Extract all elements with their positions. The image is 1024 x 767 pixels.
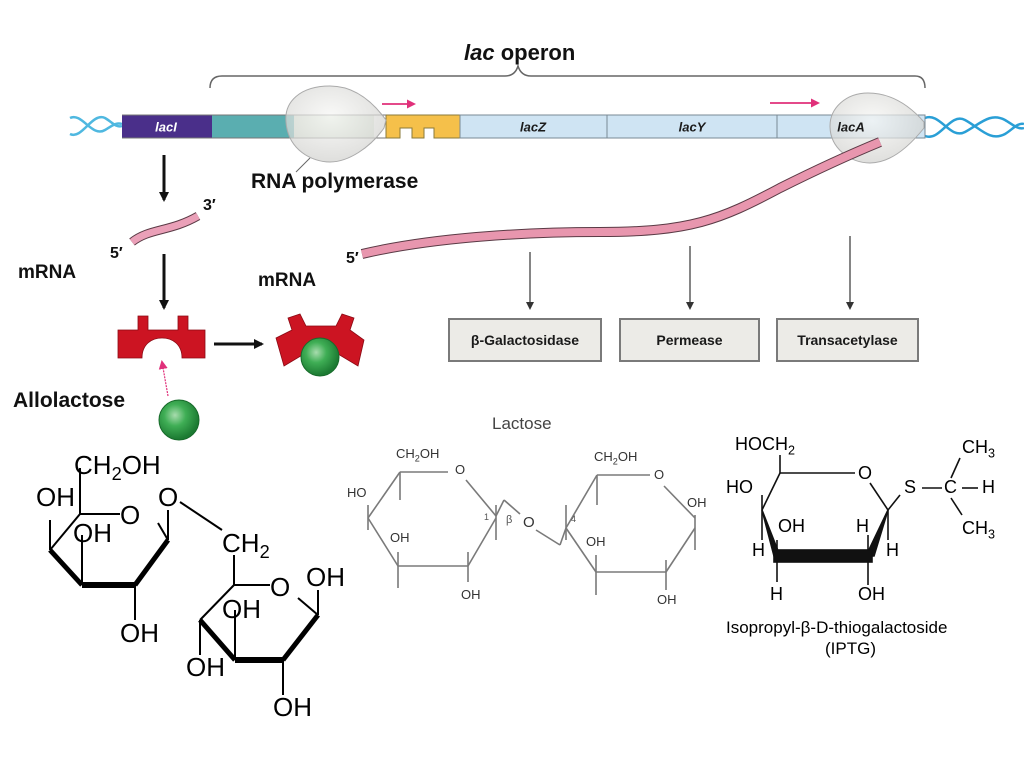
iptg-h-right: H bbox=[982, 477, 995, 497]
iptg-bottom-oh: OH bbox=[858, 584, 885, 604]
iptg-caption-line2: (IPTG) bbox=[825, 639, 876, 658]
iptg-structure-bonds bbox=[761, 455, 978, 585]
protein-label-transacetylase: Transacetylase bbox=[797, 332, 898, 348]
iptg-h-inner-right: H bbox=[856, 516, 869, 536]
lac-ring1-ch2oh: CH2OH bbox=[396, 446, 440, 464]
gene-operator bbox=[385, 114, 461, 139]
protein-label-permease: Permease bbox=[656, 332, 723, 348]
protein-label-galactosidase: β-Galactosidase bbox=[470, 332, 580, 348]
operon-title: lac operon bbox=[464, 40, 575, 66]
laci-mrna-5prime: 5′ bbox=[110, 245, 123, 262]
lac-ring1-o: O bbox=[455, 462, 466, 477]
gene-label-laci: lacI bbox=[155, 119, 177, 135]
protein-box-galactosidase: β-Galactosidase bbox=[448, 318, 602, 362]
allo-ring2-bottom-oh: OH bbox=[273, 692, 312, 722]
lac-ring1-ho: HO bbox=[347, 485, 367, 500]
iptg-inner-oh: OH bbox=[778, 516, 805, 536]
dna-helix-right bbox=[924, 115, 1024, 139]
lactose-title: Lactose bbox=[492, 414, 552, 433]
lac-ring2-bottom-oh: OH bbox=[657, 592, 677, 607]
iptg-h-left: H bbox=[752, 540, 765, 560]
arrow-allolactose-binding bbox=[158, 360, 169, 397]
allo-ring1-left-oh: OH bbox=[36, 482, 75, 512]
gene-promoter bbox=[212, 115, 294, 138]
allo-ring2-right-oh: OH bbox=[306, 562, 345, 592]
allolactose-label: Allolactose bbox=[13, 389, 126, 412]
iptg-c: C bbox=[944, 477, 957, 497]
allo-ring2-o: O bbox=[270, 572, 291, 602]
dna-helix-left bbox=[69, 115, 123, 137]
operon-title-rest: operon bbox=[494, 40, 576, 65]
iptg-ho: HO bbox=[726, 477, 753, 497]
allolactose-structure-bonds bbox=[48, 468, 320, 695]
iptg-h-right-lower: H bbox=[886, 540, 899, 560]
iptg-ch3-bottom: CH3 bbox=[962, 518, 996, 542]
lac-ring1-bottom-oh: OH bbox=[461, 587, 481, 602]
lac-ring2-inner-oh: OH bbox=[586, 534, 606, 549]
allo-ring1-inner-oh: OH bbox=[73, 518, 112, 548]
repressor-inactive bbox=[275, 313, 365, 377]
iptg-hoch2: HOCH2 bbox=[735, 434, 796, 458]
lac-ring1-carbon-1: 1 bbox=[484, 512, 490, 522]
gene-laci bbox=[122, 115, 212, 138]
rna-polymerase-shape-right bbox=[829, 92, 925, 164]
lac-link-o: O bbox=[523, 514, 535, 531]
iptg-s: S bbox=[904, 477, 917, 497]
allo-ring2-left-oh: OH bbox=[186, 652, 225, 682]
lac-ring2-o: O bbox=[654, 467, 665, 482]
laci-mrna-3prime: 3′ bbox=[203, 197, 216, 214]
operon-bracket bbox=[209, 63, 926, 89]
gene-label-lacz: lacZ bbox=[519, 119, 547, 135]
allo-ring2-inner-oh: OH bbox=[222, 594, 261, 624]
allo-ring1-o: O bbox=[120, 500, 141, 530]
protein-box-permease: Permease bbox=[619, 318, 760, 362]
laci-mrna-label: mRNA bbox=[18, 262, 77, 283]
allo-link-o: O bbox=[158, 482, 179, 512]
iptg-h-bottom: H bbox=[770, 584, 783, 604]
operon-title-italic: lac bbox=[464, 40, 495, 65]
lac-mrna-label: mRNA bbox=[258, 270, 317, 291]
rna-polymerase-label: RNA polymerase bbox=[251, 170, 419, 193]
iptg-caption-line1: Isopropyl-β-D-thiogalactoside bbox=[726, 618, 948, 637]
iptg-ch3-top: CH3 bbox=[962, 437, 996, 461]
rna-polymerase-shape-left bbox=[285, 85, 387, 163]
gene-label-lacy: lacY bbox=[678, 119, 706, 135]
lac-ring2-ch2oh: CH2OH bbox=[594, 449, 638, 467]
allo-ch2oh: CH2OH bbox=[74, 450, 161, 485]
protein-box-transacetylase: Transacetylase bbox=[776, 318, 919, 362]
lac-beta: β bbox=[506, 514, 513, 526]
allo-bridge-ch2: CH2 bbox=[222, 528, 270, 563]
lactose-structure-bonds bbox=[367, 471, 696, 595]
repressor-active bbox=[117, 315, 206, 359]
lac-mrna-5prime: 5′ bbox=[346, 250, 359, 267]
gene-label-laca: lacA bbox=[837, 119, 865, 135]
allo-ring1-bottom-oh: OH bbox=[120, 618, 159, 648]
iptg-ring-o: O bbox=[858, 463, 873, 483]
allolactose-ball bbox=[158, 399, 200, 441]
lac-ring2-carbon-4: 4 bbox=[571, 514, 577, 524]
lac-ring2-right-oh: OH bbox=[687, 495, 707, 510]
lac-ring1-inner-oh: OH bbox=[390, 530, 410, 545]
